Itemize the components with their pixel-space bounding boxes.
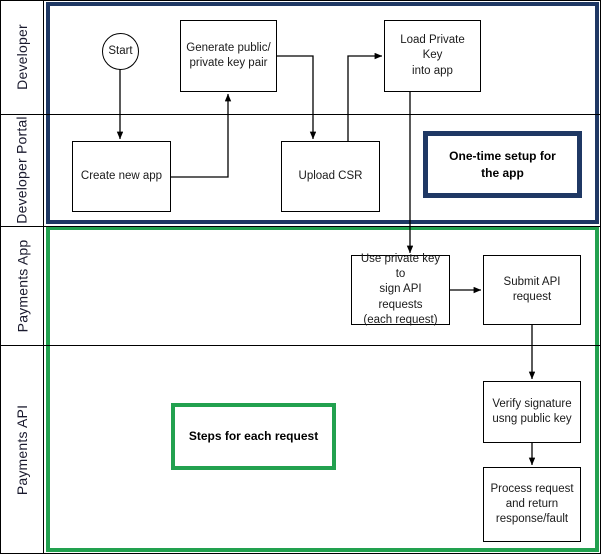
lane-label-payments-app-text: Payments App [14, 239, 30, 332]
lane-label-payments-api: Payments API [0, 345, 44, 554]
lane-label-developer-text: Developer [14, 24, 30, 90]
lane-label-payments-app: Payments App [0, 226, 44, 345]
lane-label-developer: Developer [0, 0, 44, 114]
group-one-time-setup [46, 2, 599, 224]
node-verify-signature[interactable]: Verify signature usng public key [483, 381, 581, 443]
legend-one-time-setup: One-time setup for the app [423, 131, 582, 198]
legend-steps-each-request: Steps for each request [171, 403, 336, 470]
lane-label-payments-api-text: Payments API [14, 404, 30, 495]
lane-label-developer-portal: Developer Portal [0, 114, 44, 226]
node-generate-key-pair[interactable]: Generate public/ private key pair [180, 20, 277, 92]
lane-divider-1 [0, 114, 601, 115]
lane-label-developer-portal-text: Developer Portal [14, 116, 31, 224]
lane-divider-3 [0, 345, 601, 346]
lane-divider-2 [0, 226, 601, 227]
node-sign-api-requests[interactable]: Use private key to sign API requests (ea… [351, 253, 450, 326]
node-start[interactable]: Start [102, 33, 139, 70]
node-create-new-app[interactable]: Create new app [72, 141, 171, 212]
lane-label-column [0, 0, 44, 554]
node-load-private-key[interactable]: Load Private Key into app [384, 20, 481, 92]
node-upload-csr[interactable]: Upload CSR [281, 141, 380, 212]
node-submit-api-request[interactable]: Submit API request [483, 255, 581, 325]
node-process-request[interactable]: Process request and return response/faul… [483, 467, 581, 542]
group-steps-each-request [46, 226, 599, 552]
